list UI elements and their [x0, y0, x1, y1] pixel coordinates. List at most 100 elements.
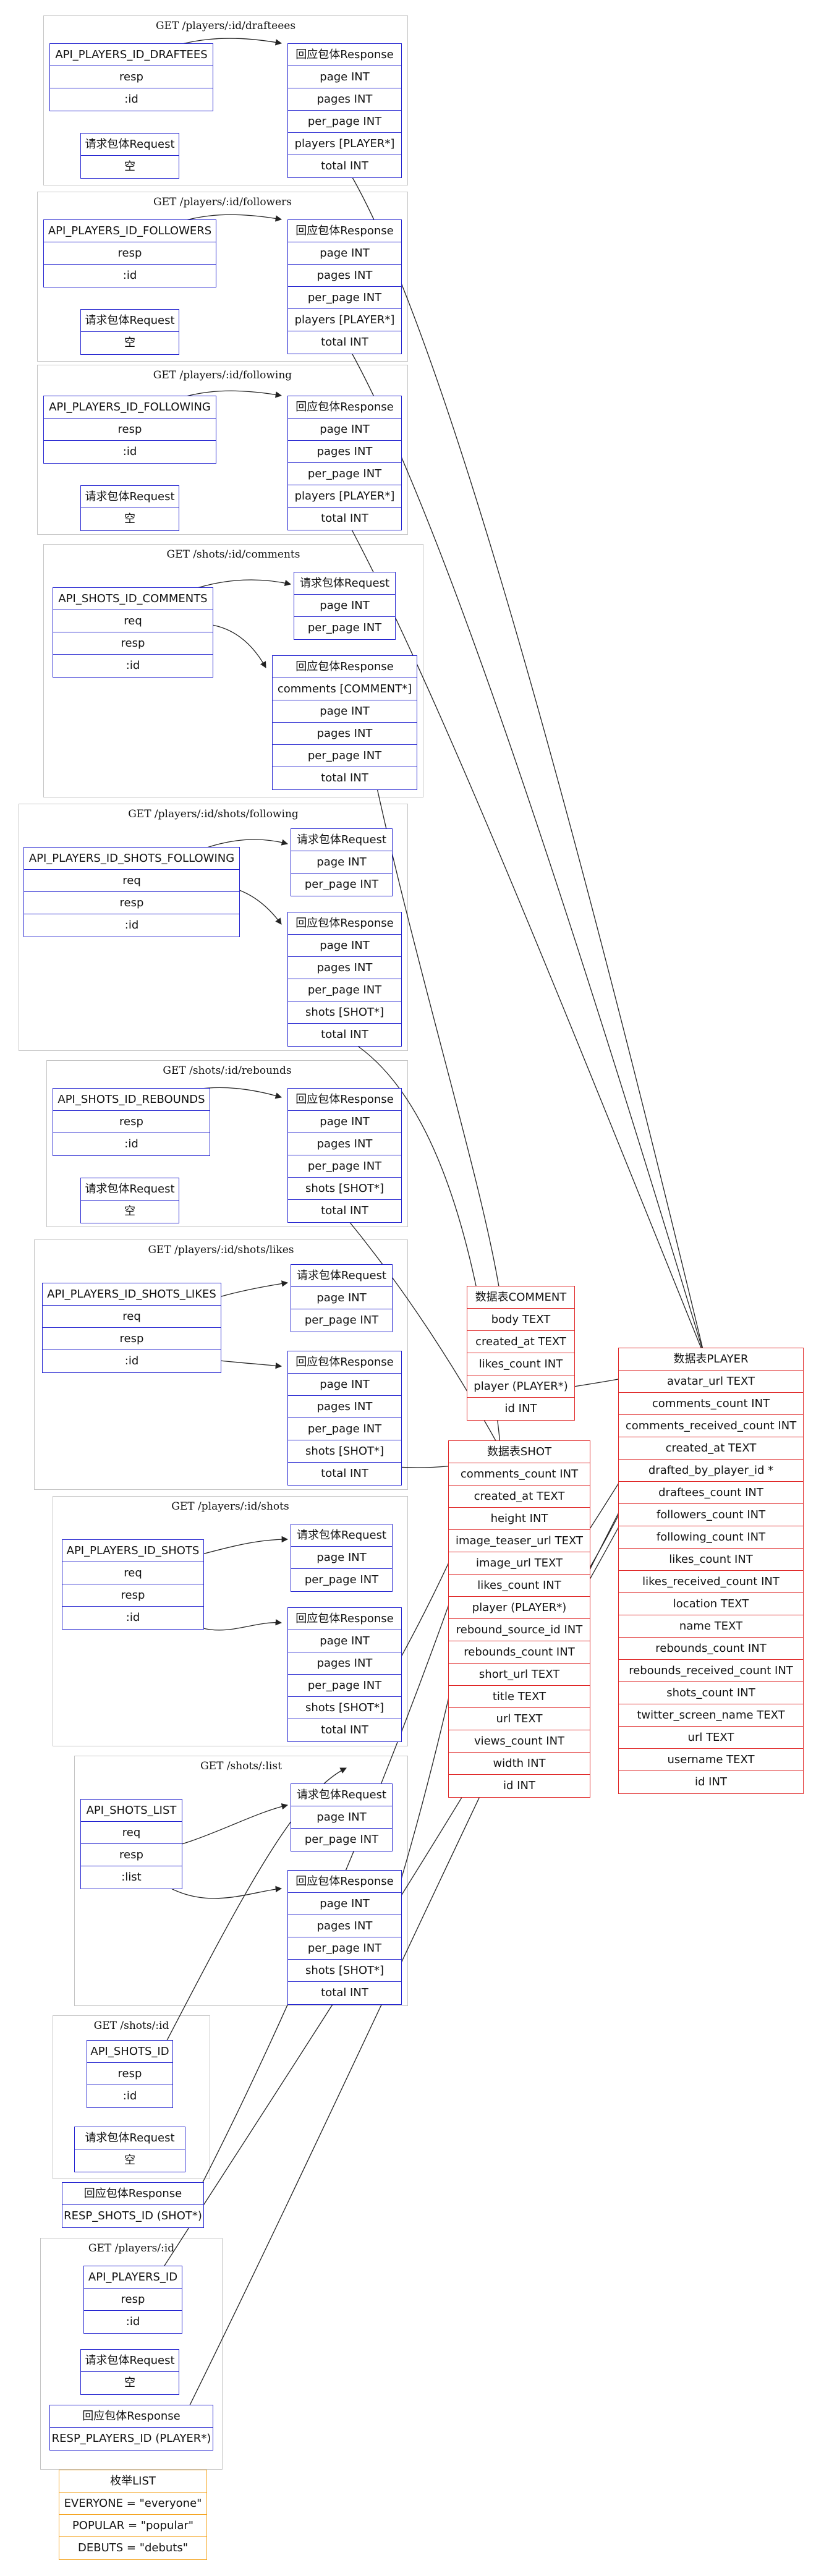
cluster-title: GET /players/:id/shots/likes	[148, 1244, 294, 1256]
field-draftees-count-int: draftees_count INT	[619, 1482, 803, 1504]
field-pages-int: pages INT	[288, 1652, 401, 1675]
table-header: 回应包体Response	[288, 1871, 401, 1893]
table-header: 回应包体Response	[288, 1351, 401, 1374]
field-page-int: page INT	[288, 419, 401, 441]
field-shots-shot: shots [SHOT*]	[288, 1001, 401, 1024]
field-avatar-url-text: avatar_url TEXT	[619, 1371, 803, 1393]
cluster-title: GET /shots/:list	[200, 1760, 282, 1772]
field-player-player: player (PLAYER*)	[449, 1597, 590, 1619]
field-total-int: total INT	[321, 1028, 368, 1041]
field-comments-count-int: comments_count INT	[449, 1463, 590, 1486]
field-likes-count-int: likes_count INT	[467, 1353, 574, 1375]
field-page-int: page INT	[288, 1893, 401, 1915]
table-header: API_SHOTS_ID	[87, 2041, 172, 2063]
table-header: 回应包体Response	[288, 1089, 401, 1111]
field-page-int: page INT	[288, 935, 401, 957]
field-title-text: title TEXT	[449, 1686, 590, 1708]
table-header: API_PLAYERS_ID_SHOTS_FOLLOWING	[24, 848, 239, 870]
field-page-int: page INT	[288, 242, 401, 265]
field-id: :id	[125, 2315, 140, 2328]
field-debuts-debuts: DEBUTS = "debuts"	[77, 2541, 189, 2554]
field-req: req	[53, 610, 213, 632]
field-id: :id	[124, 1354, 139, 1367]
table-header: API_PLAYERS_ID_SHOTS_LIKES	[43, 1283, 221, 1306]
field-name-text: name TEXT	[619, 1615, 803, 1638]
field-everyone-everyone: EVERYONE = "everyone"	[59, 2493, 206, 2515]
field-page-int: page INT	[291, 1806, 392, 1829]
field-total-int: total INT	[321, 512, 368, 525]
cluster-title: GET /players/:id/shots/following	[128, 808, 299, 820]
field-total-int: total INT	[321, 336, 368, 349]
table-header: API_PLAYERS_ID	[84, 2266, 182, 2289]
field-shots-shot: shots [SHOT*]	[288, 1440, 401, 1463]
field-per-page-int: per_page INT	[288, 1155, 401, 1178]
table-header: 请求包体Request	[81, 1178, 179, 1201]
table-header: 请求包体Request	[75, 2127, 185, 2149]
table-header: 数据表SHOT	[449, 1441, 590, 1463]
field-total-int: total INT	[321, 159, 368, 172]
table-header: 数据表PLAYER	[619, 1348, 803, 1371]
field-page-int: page INT	[288, 1630, 401, 1652]
table-header: 枚举LIST	[59, 2470, 206, 2493]
field-id: :id	[122, 269, 137, 282]
field-likes-count-int: likes_count INT	[619, 1549, 803, 1571]
field-username-text: username TEXT	[619, 1749, 803, 1771]
table-header: 回应包体Response	[288, 1608, 401, 1630]
field-body-text: body TEXT	[467, 1309, 574, 1331]
field-pages-int: pages INT	[288, 957, 401, 979]
table-header: 请求包体Request	[291, 1265, 392, 1287]
field-cell: 空	[124, 1205, 135, 1218]
field-image-url-text: image_url TEXT	[449, 1552, 590, 1575]
field-pages-int: pages INT	[273, 723, 417, 745]
field-req: req	[24, 870, 239, 892]
field-rebounds-count-int: rebounds_count INT	[449, 1641, 590, 1664]
field-id: :id	[124, 1137, 138, 1150]
field-resp: resp	[43, 1328, 221, 1350]
field-per-page-int: per_page INT	[288, 1675, 401, 1697]
table-header: 请求包体Request	[81, 310, 179, 332]
table-header: 请求包体Request	[81, 134, 179, 156]
field-comments-received-count-int: comments_received_count INT	[619, 1415, 803, 1437]
field-total-int: total INT	[321, 1724, 368, 1736]
cluster-title: GET /players/:id/shots	[171, 1500, 289, 1513]
field-req: req	[62, 1562, 203, 1584]
field-per-page-int: per_page INT	[307, 621, 382, 634]
field-list: :list	[121, 1871, 142, 1884]
field-shots-shot: shots [SHOT*]	[288, 1697, 401, 1719]
table-header: 请求包体Request	[291, 1784, 392, 1806]
field-id: :id	[122, 445, 137, 458]
field-total-int: total INT	[321, 772, 368, 784]
cluster-title: GET /players/:id/followers	[153, 196, 292, 208]
field-id: :id	[125, 1611, 140, 1624]
cluster-get-players-id-drafteees: GET /players/:id/drafteees	[43, 15, 408, 185]
field-created-at-text: created_at TEXT	[467, 1331, 574, 1353]
field-twitter-screen-name-text: twitter_screen_name TEXT	[619, 1704, 803, 1727]
field-per-page-int: per_page INT	[273, 745, 417, 767]
field-id-int: id INT	[503, 1779, 535, 1792]
field-req: req	[81, 1822, 182, 1844]
field-req: req	[43, 1306, 221, 1328]
table-req-rebounds: 请求包体Request 空	[80, 1178, 179, 1223]
field-resp: resp	[44, 419, 216, 441]
field-id: :id	[125, 659, 140, 672]
field-likes-received-count-int: likes_received_count INT	[619, 1571, 803, 1593]
field-page-int: page INT	[288, 1111, 401, 1133]
table-header: 回应包体Response	[50, 2405, 213, 2428]
